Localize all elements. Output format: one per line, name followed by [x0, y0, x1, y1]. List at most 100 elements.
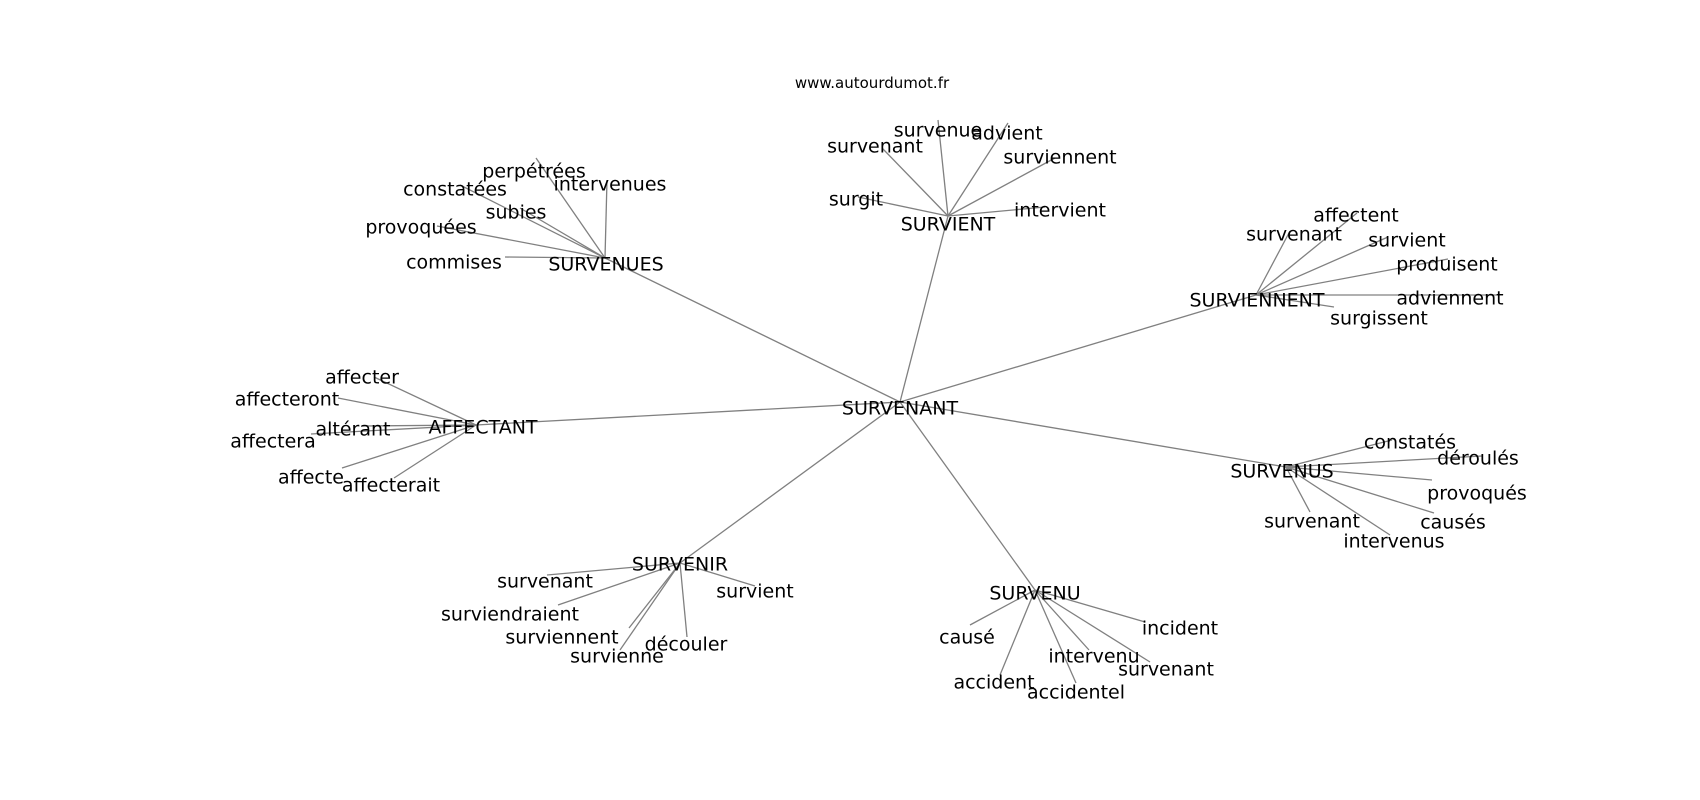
edge-4-3	[1285, 466, 1435, 514]
edge-6-4	[999, 589, 1036, 676]
hub-node-label: AFFECTANT	[428, 417, 537, 439]
edge-3-2	[361, 424, 477, 427]
leaf-node-label: subies	[486, 202, 547, 224]
edge-center-0	[604, 257, 901, 403]
leaf-node-label: survenant	[827, 136, 923, 158]
edge-0-1	[604, 179, 608, 259]
leaf-node-label: survenant	[497, 571, 593, 593]
edge-1-2	[881, 147, 949, 217]
edge-6-2	[1034, 589, 1090, 651]
leaf-node-label: surgissent	[1330, 308, 1428, 330]
edge-3-5	[393, 424, 477, 479]
leaf-node-label: constatés	[1364, 432, 1456, 454]
leaf-node-label: adviennent	[1396, 288, 1503, 310]
edge-5-4	[679, 562, 688, 638]
leaf-node-label: affecter	[325, 367, 399, 389]
leaf-node-label: perpétrées	[482, 161, 585, 183]
leaf-node-label: affecte	[278, 467, 344, 489]
edge-5-3	[628, 562, 681, 629]
leaf-node-label: survenant	[1264, 511, 1360, 533]
leaf-node-label: affecteront	[235, 389, 340, 411]
leaf-node-label: survenant	[1246, 224, 1342, 246]
leaf-node-label: surviennent	[505, 627, 618, 649]
leaf-node-label: découler	[645, 634, 728, 656]
edge-2-1	[1255, 230, 1291, 296]
leaf-node-label: affectent	[1313, 205, 1399, 227]
edge-4-5	[1285, 466, 1391, 536]
edge-2-0	[1255, 212, 1358, 296]
edge-4-4	[1285, 466, 1311, 513]
edge-center-6	[899, 401, 1036, 591]
edge-0-4	[436, 225, 606, 259]
leaf-node-label: intervenues	[554, 174, 667, 196]
edge-4-1	[1285, 455, 1483, 468]
edge-6-0	[969, 589, 1036, 626]
edge-5-1	[679, 562, 756, 587]
leaf-node-label: provoqués	[1427, 483, 1527, 505]
hub-node-label: SURVIENNENT	[1190, 290, 1325, 312]
hub-node-label: SURVENUS	[1230, 461, 1333, 483]
leaf-node-label: incident	[1142, 618, 1218, 640]
leaf-node-label: déroulés	[1437, 448, 1519, 470]
edge-6-1	[1034, 589, 1146, 623]
leaf-node-label: survient	[1368, 230, 1445, 252]
hub-node-label: SURVENUES	[548, 254, 663, 276]
edge-1-1	[947, 122, 1009, 217]
leaf-node-label: surviennent	[1003, 147, 1116, 169]
graph-edges	[310, 119, 1503, 684]
center-node-label: SURVENANT	[842, 398, 959, 420]
leaf-node-label: advient	[971, 123, 1042, 145]
edge-4-2	[1285, 466, 1433, 481]
edge-1-4	[857, 196, 949, 217]
edge-6-5	[1034, 589, 1077, 684]
edge-center-4	[899, 401, 1287, 468]
edge-center-2	[899, 294, 1257, 403]
edge-0-2	[459, 184, 606, 259]
edge-5-5	[619, 562, 681, 651]
leaf-node-label: affectera	[230, 431, 315, 453]
leaf-node-label: intervenu	[1048, 646, 1139, 668]
leaf-node-label: survient	[716, 581, 793, 603]
edge-center-1	[899, 215, 949, 403]
leaf-node-label: accident	[953, 672, 1034, 694]
edge-4-0	[1285, 439, 1393, 468]
leaf-node-label: provoquées	[365, 217, 476, 239]
leaf-node-label: produisent	[1396, 254, 1498, 276]
edge-5-2	[557, 562, 681, 606]
edge-center-3	[475, 401, 901, 426]
edge-3-1	[337, 397, 477, 426]
edge-3-4	[341, 424, 477, 469]
hub-node-label: SURVIENT	[901, 214, 996, 236]
edge-center-5	[679, 401, 901, 564]
edge-2-5	[1255, 294, 1335, 308]
leaf-node-label: intervient	[1014, 200, 1106, 222]
leaf-node-label: survienne	[570, 646, 664, 668]
leaf-node-label: altérant	[315, 419, 390, 441]
edge-2-2	[1255, 236, 1389, 296]
leaf-node-label: surviendraient	[441, 604, 579, 626]
leaf-node-label: commises	[406, 252, 502, 274]
edge-0-5	[504, 256, 606, 259]
edge-2-3	[1255, 258, 1449, 296]
edge-0-3	[519, 207, 606, 259]
edge-0-0	[535, 157, 606, 259]
edge-1-5	[947, 206, 1046, 217]
leaf-node-label: accidentel	[1027, 682, 1125, 704]
edge-3-0	[373, 376, 477, 426]
edge-5-0	[546, 562, 681, 576]
edge-1-3	[947, 157, 1056, 217]
leaf-node-label: constatées	[403, 179, 507, 201]
edge-1-0	[937, 119, 949, 217]
hub-node-label: SURVENU	[989, 583, 1080, 605]
leaf-node-label: survenue	[894, 120, 982, 142]
edge-3-3	[310, 424, 477, 435]
leaf-node-label: surgit	[829, 189, 883, 211]
site-watermark: www.autourdumot.fr	[795, 74, 950, 92]
leaf-node-label: causés	[1420, 512, 1486, 534]
hub-node-label: SURVENIR	[632, 554, 728, 576]
leaf-node-label: affecterait	[342, 475, 440, 497]
leaf-node-label: intervenus	[1343, 531, 1444, 553]
leaf-node-label: causé	[939, 627, 995, 649]
